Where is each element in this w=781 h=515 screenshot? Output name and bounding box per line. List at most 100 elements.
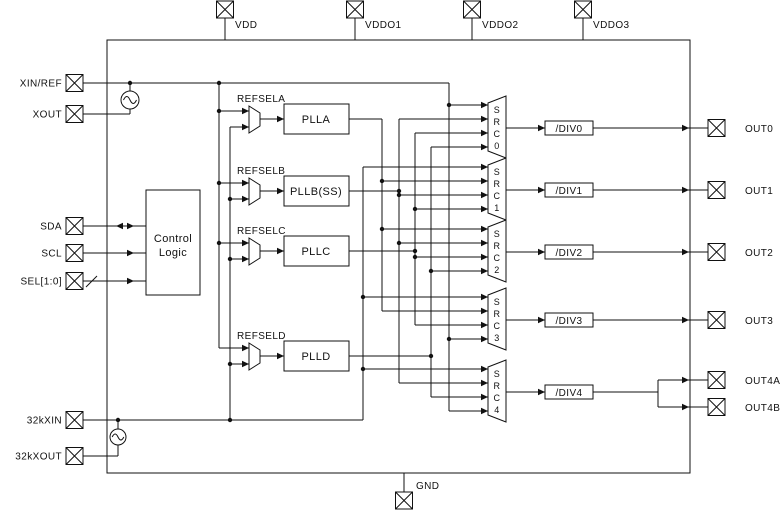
div2-block: /DIV2 bbox=[544, 244, 594, 260]
vddo2-label: VDDO2 bbox=[482, 20, 518, 31]
arrowhead-icon bbox=[481, 365, 488, 373]
out2-label: OUT2 bbox=[745, 248, 773, 259]
pin-32kxout: 32kXOUT bbox=[15, 447, 84, 465]
div3-block: /DIV3 bbox=[544, 312, 594, 328]
src3-letter: S bbox=[494, 297, 500, 307]
src0-letter: C bbox=[494, 129, 501, 139]
pin-cross-icon bbox=[707, 119, 726, 137]
arrowhead-icon bbox=[127, 249, 134, 257]
arrowhead-icon bbox=[481, 115, 488, 123]
pin-cross-icon bbox=[216, 0, 234, 19]
junction-dot bbox=[396, 188, 402, 194]
junction-dot bbox=[360, 294, 366, 300]
arrowhead-icon bbox=[242, 360, 249, 368]
arrowhead-icon bbox=[242, 123, 249, 131]
mux-icon bbox=[487, 287, 507, 351]
pin-cross-icon bbox=[707, 371, 726, 389]
arrowhead-icon bbox=[242, 107, 249, 115]
src2-letter: C bbox=[494, 253, 501, 263]
div1-block: /DIV1 bbox=[544, 182, 594, 198]
control-logic-label-1: Control bbox=[154, 233, 192, 245]
div0-block: /DIV0 bbox=[544, 120, 594, 136]
sel-label: SEL[1:0] bbox=[20, 277, 62, 288]
pin-sda: SDA bbox=[40, 217, 84, 235]
refsel-mux-d: REFSELD bbox=[237, 331, 286, 371]
div1-label: /DIV1 bbox=[555, 186, 582, 197]
src0-letter: S bbox=[494, 105, 500, 115]
refsel-mux-c: REFSELC bbox=[237, 226, 286, 266]
pin-cross-icon bbox=[707, 311, 726, 329]
div2-label: /DIV2 bbox=[555, 248, 582, 259]
arrowhead-icon bbox=[682, 248, 689, 256]
pin-cross-icon bbox=[65, 105, 84, 123]
pin-cross-icon bbox=[346, 0, 364, 19]
arrowhead-icon bbox=[538, 388, 545, 396]
junction-dot bbox=[396, 240, 402, 246]
pin-cross-icon bbox=[395, 491, 413, 510]
crystal-oscillator-icon bbox=[120, 90, 140, 110]
src3-mux: S R C 3 bbox=[487, 287, 507, 351]
src3-letter: C bbox=[494, 321, 501, 331]
pin-cross-icon bbox=[574, 0, 592, 19]
junction-dot bbox=[428, 353, 434, 359]
junction-dot bbox=[115, 417, 121, 423]
div0-label: /DIV0 bbox=[555, 124, 582, 135]
arrowhead-icon bbox=[682, 316, 689, 324]
junction-dot bbox=[216, 80, 222, 86]
gnd-label: GND bbox=[416, 481, 439, 492]
refsel-mux-a: REFSELA bbox=[237, 94, 285, 134]
arrowhead-icon bbox=[481, 307, 488, 315]
pllc-label: PLLC bbox=[301, 246, 330, 258]
junction-dot bbox=[227, 196, 233, 202]
junction-dot bbox=[412, 254, 418, 260]
refsel-mux-b: REFSELB bbox=[237, 166, 285, 206]
arrowhead-icon bbox=[481, 321, 488, 329]
pin-xout: XOUT bbox=[33, 105, 84, 123]
pll-c-block: PLLC bbox=[283, 235, 350, 267]
src1-letter: 1 bbox=[494, 203, 499, 213]
junction-dot bbox=[446, 336, 452, 342]
mux-icon bbox=[487, 219, 507, 283]
arrowhead-icon bbox=[682, 186, 689, 194]
arrowhead-icon bbox=[481, 177, 488, 185]
src3-letter: R bbox=[494, 309, 501, 319]
arrowhead-icon bbox=[538, 186, 545, 194]
junction-dot bbox=[216, 108, 222, 114]
arrowhead-icon bbox=[127, 277, 134, 285]
out4b-label: OUT4B bbox=[745, 403, 780, 414]
junction-dot bbox=[227, 361, 233, 367]
arrowhead-icon bbox=[682, 124, 689, 132]
pin-out4a: OUT4A bbox=[707, 371, 780, 389]
arrowhead-icon bbox=[242, 344, 249, 352]
out4a-label: OUT4A bbox=[745, 376, 780, 387]
xout-label: XOUT bbox=[33, 110, 62, 121]
xin-ref-label: XIN/REF bbox=[20, 79, 62, 90]
pll-b-block: PLLB(SS) bbox=[283, 175, 350, 207]
arrowhead-icon bbox=[481, 129, 488, 137]
32k-crystal-oscillator-icon bbox=[109, 428, 127, 446]
arrowhead-icon bbox=[538, 248, 545, 256]
pin-cross-icon bbox=[65, 447, 84, 465]
plla-label: PLLA bbox=[302, 114, 331, 126]
refselb-label: REFSELB bbox=[237, 166, 285, 177]
pin-out3: OUT3 bbox=[707, 311, 773, 329]
arrowhead-icon bbox=[481, 293, 488, 301]
xout32k-label: 32kXOUT bbox=[15, 452, 62, 463]
pin-out2: OUT2 bbox=[707, 243, 773, 261]
src3-letter: 3 bbox=[494, 333, 499, 343]
arrowhead-icon bbox=[481, 143, 488, 151]
pin-cross-icon bbox=[707, 181, 726, 199]
mux-icon bbox=[248, 105, 261, 134]
pin-cross-icon bbox=[707, 243, 726, 261]
junction-dot bbox=[412, 206, 418, 212]
junction-dot bbox=[428, 268, 434, 274]
pin-out1: OUT1 bbox=[707, 181, 773, 199]
pin-vddo1: VDDO1 bbox=[346, 0, 401, 31]
arrowhead-icon bbox=[682, 376, 689, 384]
wiring bbox=[83, 17, 708, 492]
out1-label: OUT1 bbox=[745, 186, 773, 197]
pin-out4b: OUT4B bbox=[707, 398, 780, 416]
control-logic-label-2: Logic bbox=[159, 247, 187, 259]
src1-letter: R bbox=[494, 179, 501, 189]
